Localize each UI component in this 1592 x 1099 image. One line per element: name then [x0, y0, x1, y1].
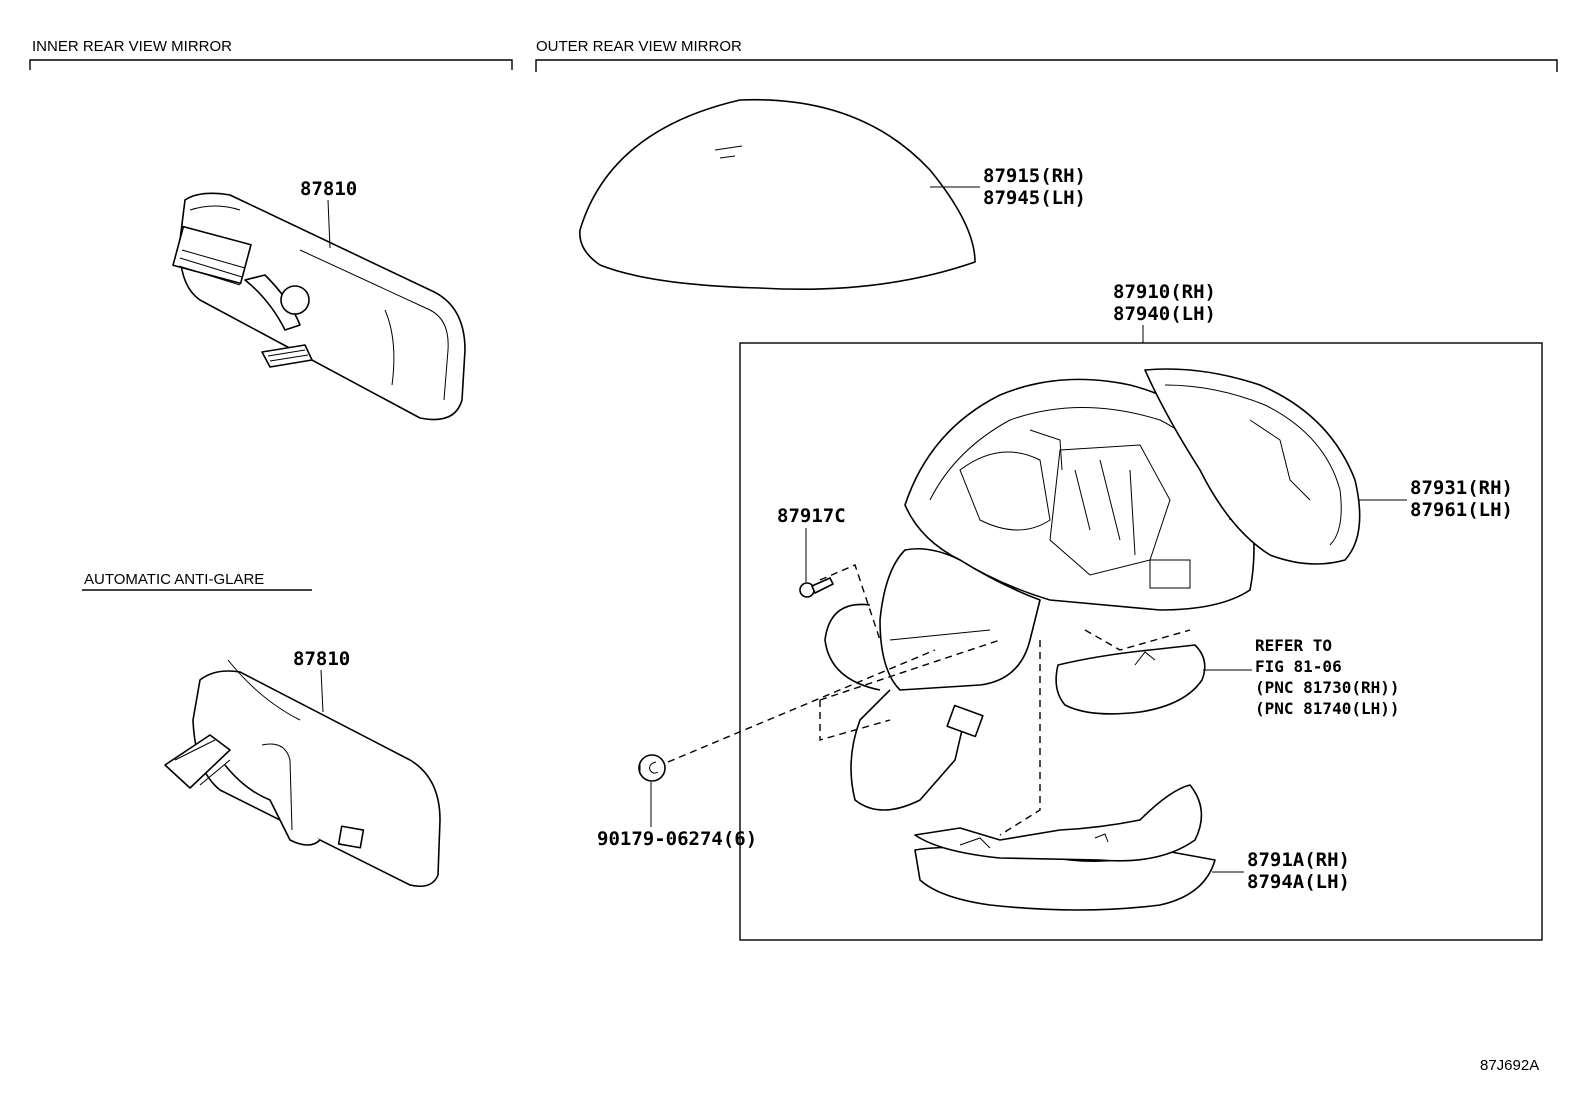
wire-loop: [824, 603, 881, 691]
inner-mirror-illustration: [172, 192, 466, 421]
clip-dashed-guide: [667, 649, 936, 763]
lower-cover-dashed-guide: [999, 640, 1041, 836]
turn-lamp-detail: [1134, 651, 1156, 666]
part-number-lower-cover-rh: 8791A(RH): [1247, 849, 1350, 871]
section-inner-bracket: [29, 59, 513, 70]
part-number-cover-rh: 87915(RH): [983, 165, 1086, 187]
refer-line-4: (PNC 81740(LH)): [1255, 699, 1400, 718]
screw-illustration: [799, 577, 834, 598]
part-number-glass-rh: 87931(RH): [1410, 477, 1513, 499]
figure-id: 87J692A: [1480, 1057, 1539, 1074]
part-number-lower-cover-lh: 8794A(LH): [1247, 871, 1350, 893]
part-number-glass-lh: 87961(LH): [1410, 499, 1513, 521]
part-number-clip: 90179-06274(6): [597, 828, 757, 850]
section-outer-bracket: [535, 59, 1558, 72]
section-anti-glare: AUTOMATIC ANTI-GLARE: [84, 571, 264, 588]
anti-glare-mirror-illustration: [164, 659, 441, 888]
refer-line-3: (PNC 81730(RH)): [1255, 678, 1400, 697]
outer-mirror-assembly-box: [739, 342, 1543, 941]
mirror-cover-mark: [714, 145, 743, 159]
outer-mirror-body-illustration: [879, 378, 1255, 691]
mirror-cover-illustration: [579, 98, 976, 290]
refer-line-1: REFER TO: [1255, 636, 1332, 655]
wire-harness-illustration: [850, 689, 963, 811]
part-number-outer-mirror-rh: 87910(RH): [1113, 281, 1216, 303]
part-number-cover-lh: 87945(LH): [983, 187, 1086, 209]
refer-line-2: FIG 81-06: [1255, 657, 1342, 676]
part-number-screw: 87917C: [777, 505, 846, 527]
clip-dashed-guide-2: [819, 639, 1001, 741]
clip-illustration: [638, 754, 666, 782]
wire-connector: [946, 704, 984, 738]
section-outer-mirror: OUTER REAR VIEW MIRROR: [536, 38, 742, 55]
section-inner-mirror: INNER REAR VIEW MIRROR: [32, 38, 232, 55]
screw-dashed-guide: [819, 564, 881, 641]
lower-cover-upper: [914, 784, 1203, 862]
leader-inner-mirror: [327, 199, 331, 249]
part-number-anti-glare-mirror: 87810: [293, 648, 350, 670]
lower-cover-detail: [959, 833, 1109, 849]
part-number-inner-mirror: 87810: [300, 178, 357, 200]
turn-lamp-illustration: [1055, 644, 1206, 715]
part-number-outer-mirror-lh: 87940(LH): [1113, 303, 1216, 325]
lamp-dashed-guide: [1084, 629, 1191, 651]
leader-anti-glare-mirror: [320, 669, 324, 713]
mirror-glass-illustration: [1144, 368, 1361, 565]
